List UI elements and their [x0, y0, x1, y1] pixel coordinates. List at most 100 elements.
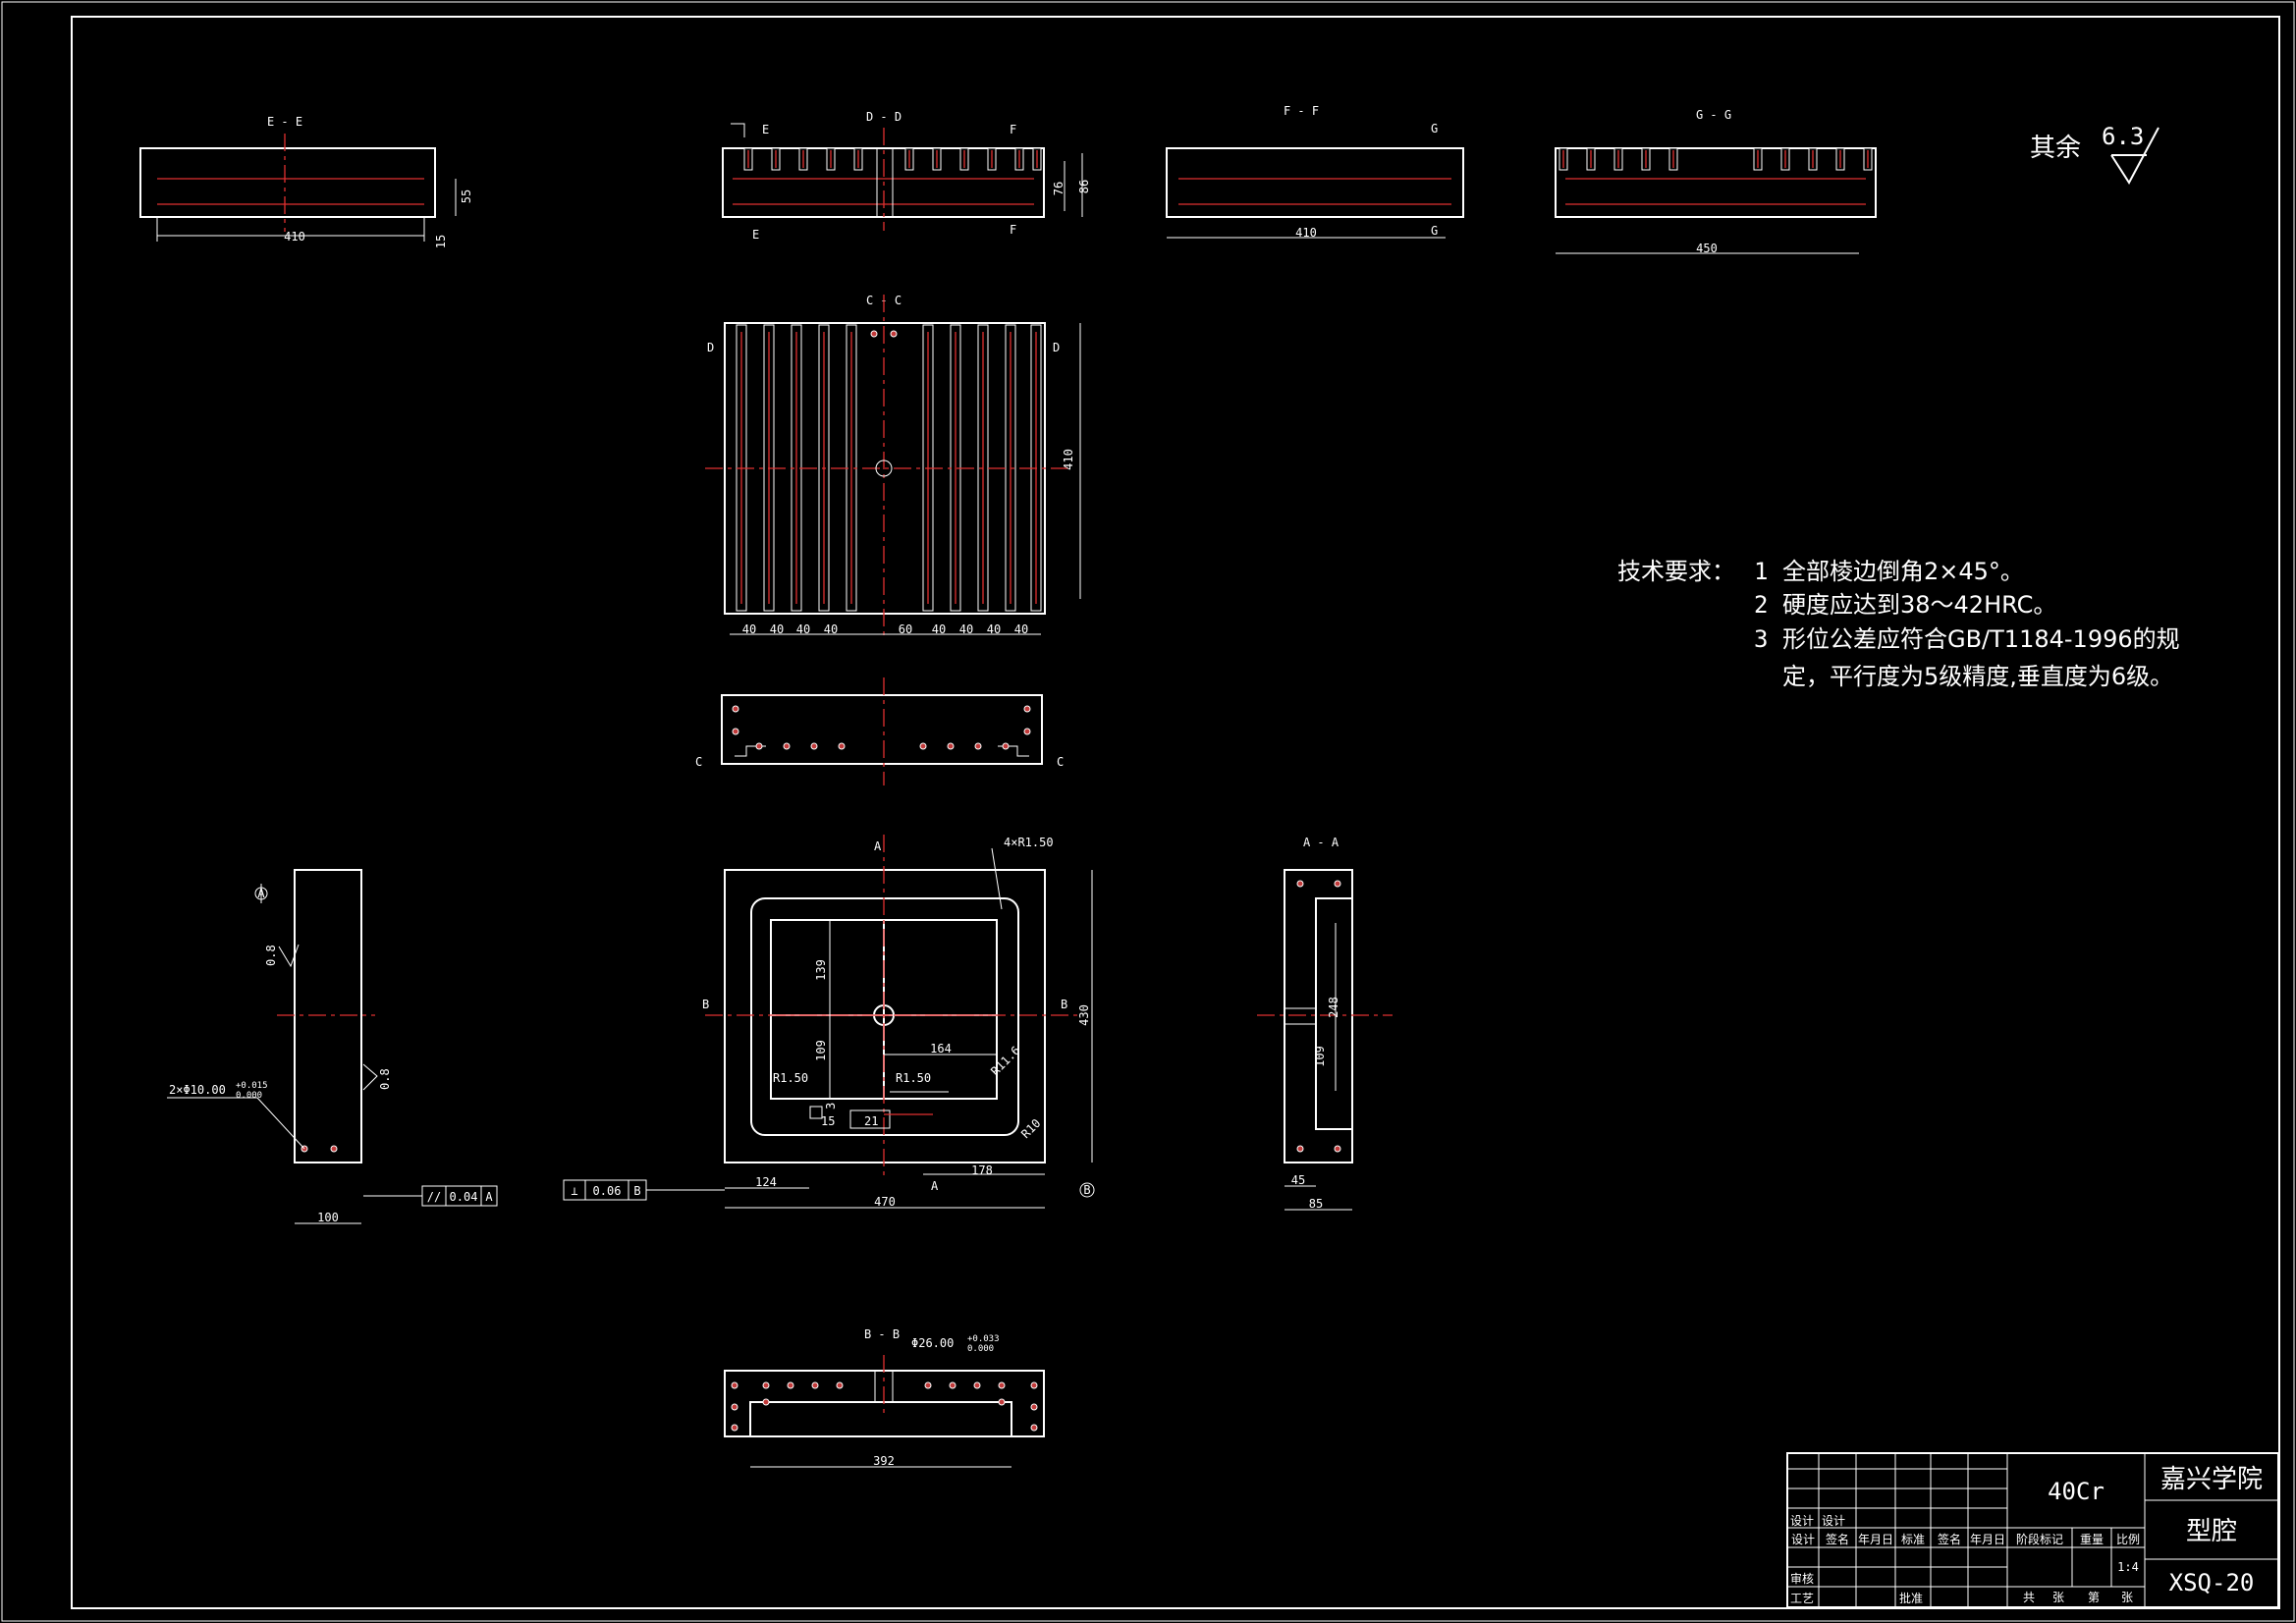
dim-124: 124 — [755, 1175, 777, 1189]
tolerance-datum: B — [633, 1184, 640, 1198]
bolt-hole — [731, 1403, 738, 1411]
label-review: 审核 — [1790, 1571, 1814, 1586]
view-title: B - B — [864, 1327, 900, 1341]
cut-label-e: E — [762, 123, 769, 136]
bolt-hole — [836, 1381, 844, 1389]
tolerance-upper: +0.015 — [236, 1081, 268, 1091]
bolt-hole — [1023, 728, 1031, 735]
bolt-hole — [973, 1381, 981, 1389]
cut-label-g-bottom: G — [1431, 224, 1438, 238]
label-total: 共 — [2023, 1591, 2035, 1604]
requirements-heading: 技术要求： — [1617, 558, 1735, 585]
roughness-0-8-top: 0.8 — [264, 945, 278, 966]
bolt-hole — [811, 1381, 819, 1389]
bolt-hole — [838, 742, 846, 750]
dim-178: 178 — [971, 1163, 993, 1177]
cut-label-d-right: D — [1053, 341, 1060, 354]
bolt-hole — [1023, 705, 1031, 713]
cut-label-f: F — [1010, 123, 1016, 136]
dim-139: 139 — [814, 959, 828, 981]
datum-a: A — [257, 887, 265, 900]
title-block: 40Cr 嘉兴学院 型腔 XSQ-20 设计 设计 设计 签名 年月日 标准 签… — [1786, 1452, 2279, 1608]
label-design-2: 设计 — [1822, 1514, 1845, 1528]
dim-164: 164 — [930, 1042, 952, 1055]
pitch-dim: 40 — [987, 622, 1001, 636]
bolt-hole — [810, 742, 818, 750]
dim-470: 470 — [874, 1195, 896, 1209]
dim-109: 109 — [814, 1040, 828, 1061]
perpendicularity-frame: ⊥ 0.06 B — [563, 1179, 725, 1201]
parallelism-frame: // 0.04 A — [363, 1185, 498, 1207]
cut-label-b-right: B — [1061, 998, 1067, 1011]
cut-label-b: B — [702, 998, 709, 1011]
header-cell: 签名 — [1938, 1532, 1961, 1546]
title-block-headers: 设计 签名 年月日 标准 签名 年月日 — [1791, 1532, 2005, 1546]
label-stage-mark: 阶段标记 — [2016, 1532, 2063, 1546]
req-text: 形位公差应符合GB/T1184-1996的规 — [1782, 625, 2180, 653]
pitch-dim: 40 — [742, 622, 756, 636]
bolt-hole — [731, 1381, 738, 1389]
bolt-hole — [1030, 1381, 1038, 1389]
tolerance-datum: A — [485, 1190, 493, 1204]
section-view-e-e: E - E 410 55 15 — [139, 115, 473, 248]
bolt-hole — [1030, 1403, 1038, 1411]
header-cell: 年月日 — [1970, 1533, 2005, 1546]
section-view-b-b: B - B Φ26.00 +0.033 0.000 392 — [724, 1327, 1045, 1468]
cut-label-f-bottom: F — [1010, 223, 1016, 237]
pitch-dim: 60 — [899, 622, 912, 636]
bolt-hole — [732, 705, 739, 713]
cut-label-g: G — [1431, 122, 1438, 135]
bolt-hole — [924, 1381, 932, 1389]
section-view-c-c: C - C D D 410 40 40 40 40 60 40 40 40 40 — [705, 294, 1081, 638]
dim-85: 85 — [1309, 1197, 1323, 1211]
bolt-hole — [1002, 742, 1010, 750]
label-process: 工艺 — [1790, 1592, 1814, 1605]
dim-430: 430 — [1077, 1004, 1091, 1026]
tolerance-lower: 0.000 — [236, 1091, 262, 1101]
cooling-channels — [1558, 147, 1873, 171]
radius-right: R1.50 — [896, 1071, 931, 1085]
dim-410: 410 — [1062, 449, 1075, 470]
pitch-dim: 40 — [824, 622, 838, 636]
cut-label-e-bottom: E — [752, 228, 759, 242]
req-number: 2 — [1754, 591, 1768, 619]
dim-392: 392 — [873, 1454, 895, 1468]
tolerance-lower: 0.000 — [967, 1344, 994, 1354]
label-sheet-no: 第 — [2088, 1591, 2100, 1604]
header-cell: 签名 — [1826, 1532, 1849, 1546]
view-title: D - D — [866, 110, 902, 124]
roughness-value: 6.3 — [2102, 123, 2144, 150]
scale-value: 1:4 — [2117, 1560, 2139, 1574]
section-view-f-f: F - F G G 410 — [1166, 104, 1464, 240]
bolt-hole — [998, 1398, 1006, 1406]
section-view-a-a: A - A 248 109 45 85 — [1257, 836, 1393, 1211]
section-view-d-d: D - D E E F F 76 86 — [722, 110, 1091, 242]
plan-view: A A B B 4×R1.50 139 109 164 R1.50 R1.50 … — [563, 835, 1095, 1209]
tolerance-value: 0.04 — [450, 1190, 478, 1204]
tolerance-upper: +0.033 — [967, 1334, 1000, 1344]
cut-label-c: C — [695, 755, 702, 769]
label-weight: 重量 — [2080, 1533, 2104, 1546]
req-text: 全部棱边倒角2×45°。 — [1782, 558, 2024, 585]
bolt-hole — [762, 1381, 770, 1389]
bolt-hole — [762, 1398, 770, 1406]
cut-label-c-right: C — [1057, 755, 1064, 769]
cut-label-a-bottom: A — [931, 1179, 939, 1193]
bolt-hole — [755, 742, 763, 750]
tolerance-value: 0.06 — [593, 1184, 622, 1198]
dim-55: 55 — [460, 189, 473, 203]
bolt-hole — [783, 742, 791, 750]
end-view: A 0.8 0.8 2×Φ10.00 +0.015 0.000 100 // 0… — [167, 869, 498, 1224]
dim-3: 3 — [824, 1103, 838, 1109]
dim-450: 450 — [1696, 242, 1718, 255]
roughness-symbol: 其余 6.3 — [2030, 123, 2159, 185]
bolt-hole — [919, 742, 927, 750]
dim-76: 76 — [1052, 182, 1066, 195]
drawing-number: XSQ-20 — [2169, 1569, 2255, 1596]
view-title: G - G — [1696, 108, 1731, 122]
part-name: 型腔 — [2186, 1517, 2237, 1546]
bolt-holes — [731, 1381, 1038, 1432]
dim-100: 100 — [317, 1211, 339, 1224]
roughness-0-8-side: 0.8 — [378, 1068, 392, 1090]
